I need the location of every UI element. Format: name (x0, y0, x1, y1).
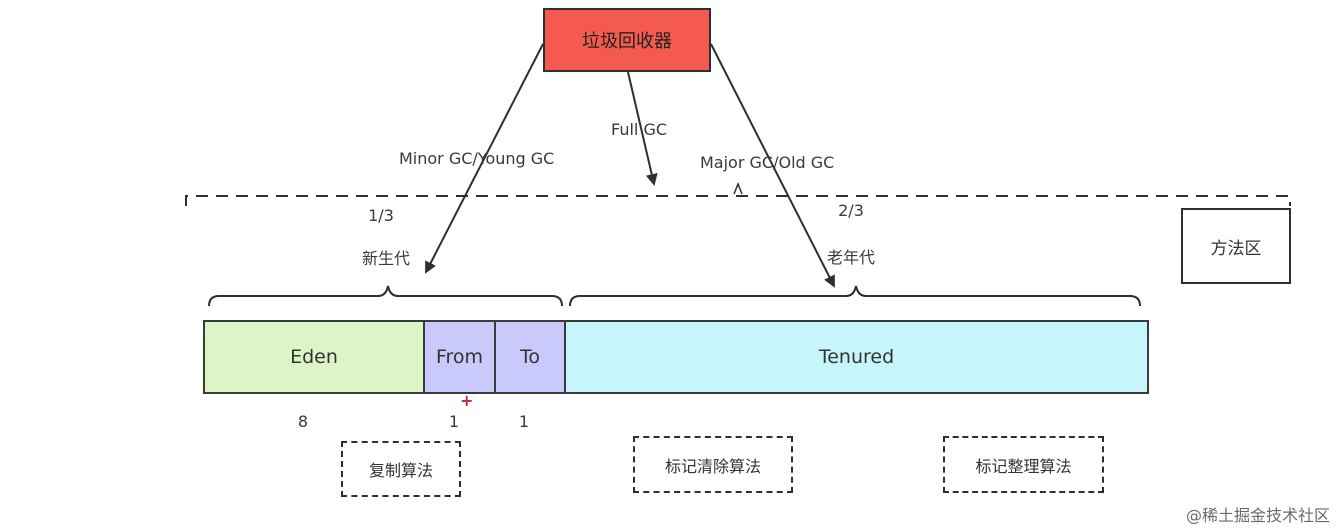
young-gen-label: 新生代 (361, 249, 411, 268)
to-segment: To (494, 320, 566, 394)
from-size: 1 (448, 412, 460, 431)
mark-compact-algorithm-box: 标记整理算法 (943, 436, 1104, 493)
to-size: 1 (518, 412, 530, 431)
from-segment: From (423, 320, 496, 394)
old-gen-label: 老年代 (826, 248, 876, 267)
major-gc-arrow (710, 43, 835, 288)
full-gc-label: Full GC (611, 120, 668, 139)
eden-size: 8 (297, 412, 309, 431)
minor-gc-label: Minor GC/Young GC (399, 149, 555, 168)
mark-sweep-algorithm-label: 标记清除算法 (664, 456, 761, 476)
method-area-box: 方法区 (1181, 208, 1291, 284)
garbage-collector-box: 垃圾回收器 (543, 8, 711, 72)
old-gen-ratio: 2/3 (838, 201, 864, 220)
eden-segment: Eden (203, 320, 425, 394)
copy-algorithm-label: 复制算法 (368, 461, 433, 480)
to-label: To (519, 346, 540, 368)
watermark: @稀土掘金技术社区 (1185, 506, 1330, 525)
eden-label: Eden (290, 346, 338, 368)
plus-marker: + (460, 391, 474, 410)
full-gc-arrow (627, 71, 658, 186)
tenured-label: Tenured (818, 346, 895, 368)
heap-boundary (185, 195, 1291, 206)
from-label: From (435, 346, 484, 368)
tenured-segment: Tenured (564, 320, 1149, 394)
mark-sweep-algorithm-box: 标记清除算法 (633, 436, 793, 493)
minor-gc-arrow (425, 43, 544, 274)
mark-compact-algorithm-label: 标记整理算法 (975, 456, 1072, 476)
old-gen-brace (569, 285, 1141, 307)
method-area-label: 方法区 (1210, 238, 1262, 259)
young-gen-ratio: 1/3 (368, 206, 394, 225)
garbage-collector-label: 垃圾回收器 (582, 31, 672, 52)
young-gen-brace (208, 285, 563, 307)
copy-algorithm-box: 复制算法 (341, 441, 461, 497)
major-gc-label: Major GC/Old GC (700, 153, 835, 172)
